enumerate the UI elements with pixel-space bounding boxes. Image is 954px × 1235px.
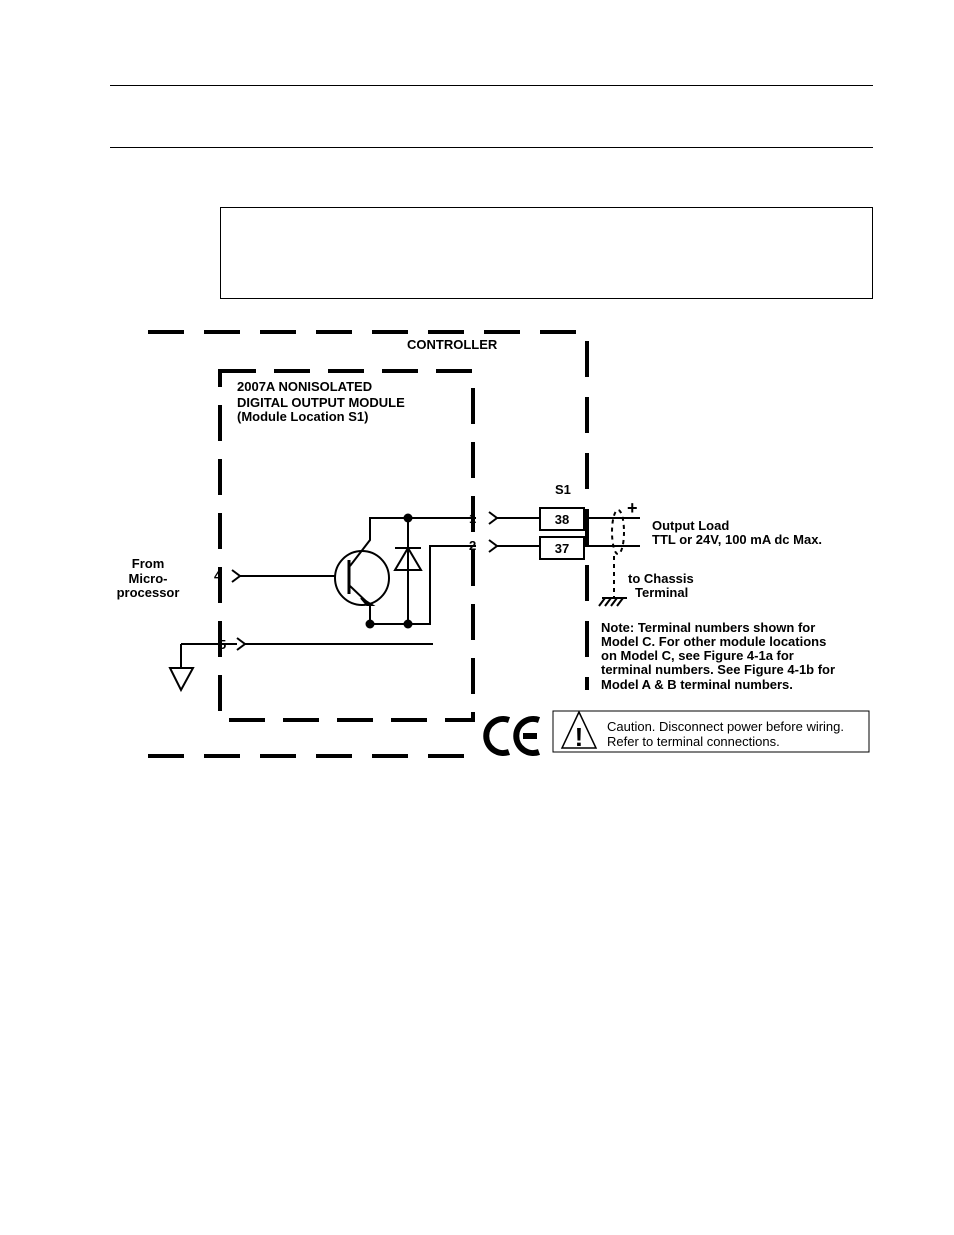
source-label-line-3: processor [117, 585, 180, 600]
transistor-symbol [334, 550, 390, 606]
output-load-line-2: TTL or 24V, 100 mA dc Max. [652, 532, 822, 547]
note-line-3: on Model C, see Figure 4-1a for [601, 648, 794, 663]
diode-symbol [393, 546, 423, 571]
warning-triangle-icon: ! [560, 710, 598, 752]
module-title-line-1: 2007A NONISOLATED [237, 379, 372, 394]
caution-line-1: Caution. Disconnect power before wiring. [607, 719, 844, 734]
cable-shield [611, 509, 625, 555]
emitter-arrow-icon [360, 597, 376, 606]
caution-line-2: Refer to terminal connections. [607, 734, 780, 749]
terminal-block-label: S1 [555, 482, 571, 497]
terminal-38-label: 38 [555, 512, 569, 527]
terminal-37-label: 37 [555, 541, 569, 556]
note-line-4: terminal numbers. See Figure 4-1b for [601, 662, 835, 677]
header-rule-top [110, 85, 873, 86]
module-title-line-2: DIGITAL OUTPUT MODULE [237, 395, 405, 410]
controller-boundary [148, 330, 589, 758]
source-label-line-1: From [132, 556, 165, 571]
source-label-line-2: Micro- [129, 571, 168, 586]
module-wiring [181, 517, 476, 645]
terminal-37 [539, 536, 585, 560]
plus-sign: + [627, 498, 638, 518]
controller-label: CONTROLLER [407, 337, 498, 352]
caution-box [552, 710, 870, 753]
note-line-2: Model C. For other module locations [601, 634, 826, 649]
note-line-1: Note: Terminal numbers shown for [601, 620, 815, 635]
ce-mark-logo [483, 716, 541, 756]
warning-exclamation: ! [575, 722, 584, 752]
connector-chevrons [231, 511, 499, 651]
module-title-line-3: (Module Location S1) [237, 409, 368, 424]
chassis-ground-icon [598, 556, 627, 607]
pin-number-4: 4 [214, 568, 222, 583]
module-boundary [218, 369, 475, 722]
empty-note-box [220, 207, 873, 299]
header-rule-bottom [110, 147, 873, 148]
chassis-label-line-2: Terminal [635, 585, 688, 600]
chassis-label-line-1: to Chassis [628, 571, 694, 586]
note-line-5: Model A & B terminal numbers. [601, 677, 793, 692]
output-load-line-1: Output Load [652, 518, 729, 533]
junction-dots [365, 513, 413, 629]
ground-icon [168, 644, 195, 693]
